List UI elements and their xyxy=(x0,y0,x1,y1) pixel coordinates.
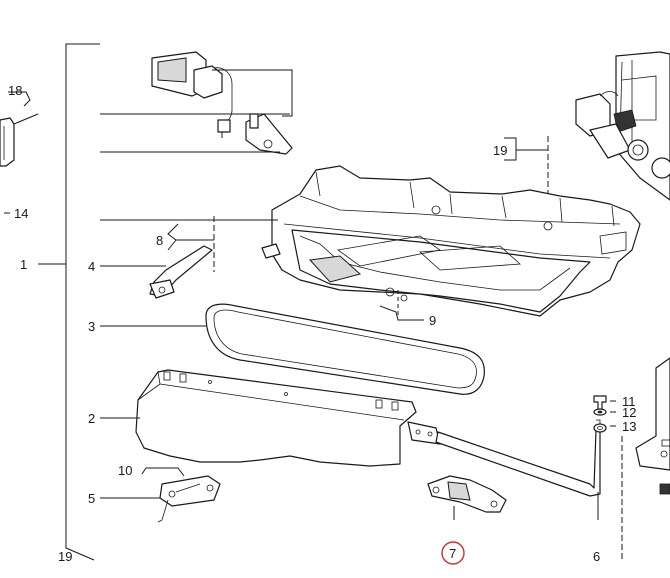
callout-3: 3 xyxy=(88,319,95,334)
callout-12: 12 xyxy=(622,405,636,420)
callout-11: 11 xyxy=(622,394,636,409)
assembly-bracket xyxy=(38,43,100,561)
callout-13: 13 xyxy=(622,419,636,434)
partial-part-left xyxy=(0,91,39,214)
callout-5: 5 xyxy=(88,491,95,506)
callout-18: 18 xyxy=(8,83,22,98)
latch-part-7 xyxy=(427,475,507,520)
callout-2: 2 xyxy=(88,411,95,426)
callout-9-leader xyxy=(379,290,424,321)
callout-10: 10 xyxy=(118,463,132,478)
hinge-part-5 xyxy=(100,467,221,523)
callout-14: 14 xyxy=(14,206,28,221)
callout-4: 4 xyxy=(88,259,95,274)
gasket-part-3 xyxy=(100,303,485,395)
sensor-assembly xyxy=(100,51,293,155)
truck-thumbnail xyxy=(575,51,670,201)
strap-part-4 xyxy=(100,216,215,299)
tray-housing xyxy=(100,165,641,317)
callout-6: 6 xyxy=(593,549,600,564)
cover-part-2 xyxy=(100,369,417,467)
fasteners xyxy=(593,395,623,560)
callout-19-bottom: 19 xyxy=(58,549,72,564)
lever-part-6 xyxy=(407,419,601,520)
callout-7: 7 xyxy=(449,546,456,561)
bracket-right-partial xyxy=(635,357,670,495)
highlight-ring-7 xyxy=(441,541,465,565)
callout-9: 9 xyxy=(429,313,436,328)
callout-8: 8 xyxy=(156,233,163,248)
callout-19-right: 19 xyxy=(493,143,507,158)
callout-1: 1 xyxy=(20,257,27,272)
